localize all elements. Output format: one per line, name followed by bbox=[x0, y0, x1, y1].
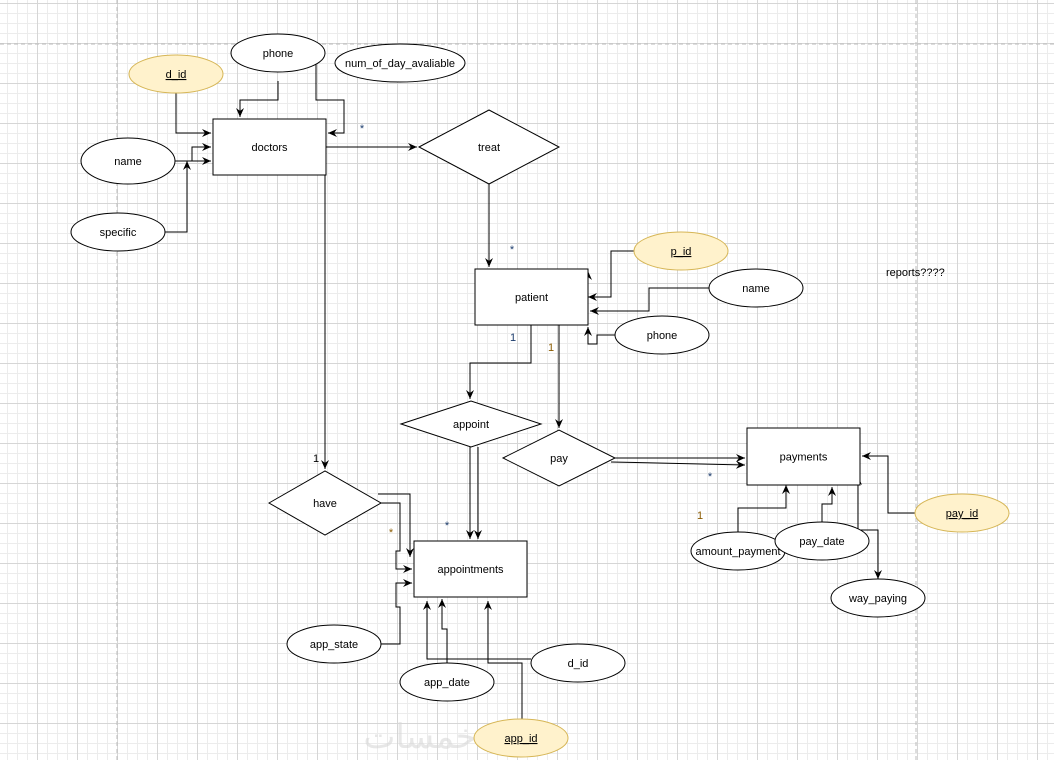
relationship-pay[interactable]: pay bbox=[501, 429, 617, 487]
attribute-doc-phone[interactable]: phone bbox=[230, 33, 326, 73]
relationship-treat[interactable]: treat bbox=[417, 109, 561, 185]
cardinality-label: * bbox=[389, 527, 394, 539]
attribute-pat-name[interactable]: name bbox=[708, 268, 804, 308]
attribute-label: app_id bbox=[504, 733, 537, 745]
entity-label: doctors bbox=[251, 142, 288, 154]
attribute-label: p_id bbox=[671, 246, 692, 258]
connector-line bbox=[236, 81, 279, 117]
attribute-label: app_state bbox=[310, 639, 358, 651]
attribute-label: num_of_day_avaliable bbox=[345, 58, 455, 70]
attribute-label: d_id bbox=[166, 69, 187, 81]
entity-patient[interactable]: patient bbox=[474, 268, 589, 326]
entity-label: patient bbox=[515, 292, 548, 304]
note-text: reports???? bbox=[886, 267, 945, 279]
connector-line bbox=[378, 493, 414, 557]
attribute-label: name bbox=[114, 156, 142, 168]
connector-line bbox=[737, 485, 790, 532]
connector-line bbox=[584, 327, 615, 345]
attribute-app-state[interactable]: app_state bbox=[286, 624, 382, 664]
connector-line bbox=[484, 601, 523, 719]
connector-line bbox=[378, 502, 412, 573]
relationship-label: pay bbox=[550, 453, 568, 465]
relationship-appoint[interactable]: appoint bbox=[399, 400, 543, 448]
connector-line bbox=[610, 460, 746, 469]
attribute-pay-id[interactable]: pay_id bbox=[914, 493, 1010, 533]
attribute-pat-phone[interactable]: phone bbox=[614, 315, 710, 355]
connector-line bbox=[175, 93, 211, 137]
connector-line bbox=[821, 487, 836, 522]
attribute-doc-days[interactable]: num_of_day_avaliable bbox=[334, 43, 466, 83]
entity-label: payments bbox=[780, 452, 828, 464]
cardinality-label: * bbox=[360, 123, 365, 135]
entity-appointments[interactable]: appointments bbox=[413, 540, 528, 598]
attribute-label: app_date bbox=[424, 677, 470, 689]
relationship-have[interactable]: have bbox=[267, 470, 383, 536]
attribute-label: phone bbox=[263, 48, 294, 60]
relationship-label: treat bbox=[478, 142, 500, 154]
connector-line bbox=[423, 601, 531, 660]
attribute-label: amount_payment bbox=[696, 546, 781, 558]
cardinality-label: * bbox=[708, 471, 713, 483]
connector-line bbox=[438, 599, 448, 663]
attribute-label: specific bbox=[100, 227, 137, 239]
attribute-label: way_paying bbox=[848, 593, 907, 605]
connector-line bbox=[191, 143, 211, 161]
entity-payments[interactable]: payments bbox=[746, 427, 861, 486]
connector-line bbox=[315, 60, 345, 137]
cardinality-label: 1 bbox=[548, 342, 554, 354]
connector-line bbox=[381, 579, 412, 645]
watermark: خمسات bbox=[363, 718, 476, 756]
attribute-doc-name[interactable]: name bbox=[80, 137, 176, 185]
attribute-pat-p-id[interactable]: p_id bbox=[633, 231, 729, 271]
cardinality-label: 1 bbox=[697, 510, 703, 522]
attribute-doc-d-id[interactable]: d_id bbox=[128, 54, 224, 94]
cardinality-label: 1 bbox=[510, 332, 516, 344]
entity-doctors[interactable]: doctors bbox=[212, 118, 327, 176]
cardinality-label: 1 bbox=[313, 453, 319, 465]
entity-label: appointments bbox=[437, 564, 504, 576]
connector-line bbox=[588, 250, 634, 301]
connector-line bbox=[590, 287, 709, 315]
relationship-label: appoint bbox=[453, 419, 489, 431]
attribute-label: pay_date bbox=[799, 536, 844, 548]
attribute-way-paying[interactable]: way_paying bbox=[830, 578, 926, 618]
attribute-label: d_id bbox=[568, 658, 589, 670]
connector-line bbox=[862, 452, 915, 514]
cardinality-label: * bbox=[510, 244, 515, 256]
cardinality-label: * bbox=[445, 520, 450, 532]
attribute-app-d-id[interactable]: d_id bbox=[530, 643, 626, 683]
relationship-label: have bbox=[313, 498, 337, 510]
attribute-app-date[interactable]: app_date bbox=[399, 662, 495, 702]
connector-line bbox=[466, 325, 532, 399]
attribute-label: phone bbox=[647, 330, 678, 342]
attribute-app-id[interactable]: app_id bbox=[473, 718, 569, 758]
connectors bbox=[165, 60, 915, 719]
attribute-label: pay_id bbox=[946, 508, 978, 520]
attribute-doc-specific[interactable]: specific bbox=[70, 212, 166, 252]
attribute-amount-payment[interactable]: amount_payment bbox=[690, 531, 786, 571]
attribute-label: name bbox=[742, 283, 770, 295]
connector-line bbox=[165, 161, 191, 233]
attribute-pay-date[interactable]: pay_date bbox=[774, 521, 870, 561]
